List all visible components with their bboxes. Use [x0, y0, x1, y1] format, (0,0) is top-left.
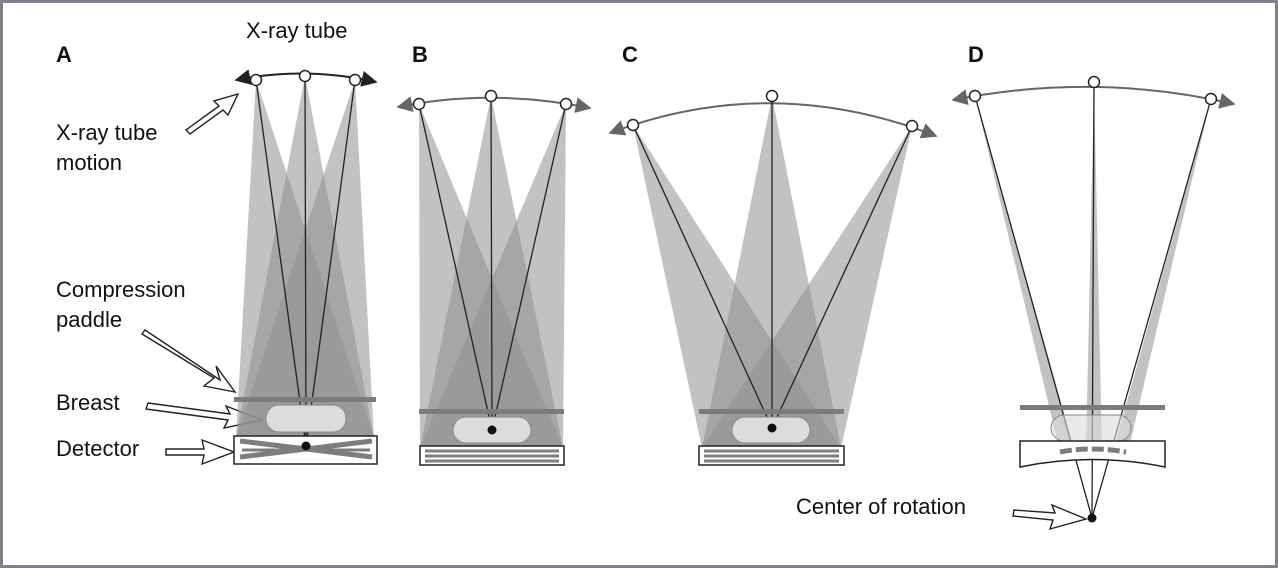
annotation-arrows	[140, 92, 1089, 531]
panel-label-c: C	[622, 42, 638, 67]
panel-d-detector	[1019, 440, 1166, 468]
panel-c-central-rays	[632, 96, 913, 429]
breast-label: Breast	[56, 390, 120, 415]
tube-motion-arrow	[184, 92, 240, 135]
panel-d	[951, 75, 1236, 523]
panel-d-beam-center	[1086, 82, 1102, 452]
panel-b	[396, 89, 592, 466]
tube-motion-label-line1: X-ray tube	[56, 120, 158, 145]
panel-label-d: D	[968, 42, 984, 67]
compression-paddle-label-line1: Compression	[56, 277, 186, 302]
detector-arrow	[165, 438, 236, 466]
panel-b-tube-positions	[412, 89, 573, 111]
panel-d-breast	[1050, 414, 1132, 442]
panel-a-breast	[265, 404, 347, 433]
panel-d-compression-paddle	[1020, 405, 1165, 410]
panel-c-focal-point	[767, 423, 777, 433]
panel-c	[608, 89, 938, 466]
detector-label: Detector	[56, 436, 139, 461]
center-of-rotation-label: Center of rotation	[796, 494, 966, 519]
panel-a-central-rays	[255, 75, 356, 447]
panel-d-detector-bars	[1059, 446, 1127, 455]
panel-a-compression-paddle	[234, 397, 376, 402]
panel-c-detector-bars	[704, 449, 839, 463]
panel-a-focal-point	[301, 441, 311, 451]
panel-d-center-of-rotation-point	[1087, 513, 1097, 523]
panel-c-compression-paddle	[699, 409, 844, 414]
panel-b-detector-bars	[425, 449, 559, 463]
panel-label-b: B	[412, 42, 428, 67]
center-of-rotation-arrow	[1012, 503, 1089, 531]
xray-tube-label: X-ray tube	[246, 18, 348, 43]
panel-b-compression-paddle	[419, 409, 564, 414]
panel-b-beam-right	[420, 104, 566, 448]
panel-d-tube-positions	[968, 75, 1218, 106]
compression-paddle-label-line2: paddle	[56, 307, 122, 332]
panel-b-focal-point	[487, 425, 497, 435]
panel-b-central-rays	[418, 95, 567, 431]
panel-label-a: A	[56, 42, 72, 67]
tube-motion-label-line2: motion	[56, 150, 122, 175]
panel-a-tube-positions	[249, 69, 362, 87]
panel-c-tube-positions	[626, 89, 919, 133]
compression-paddle-arrow	[140, 329, 237, 394]
panel-c-beam-right	[702, 126, 912, 448]
panel-a	[233, 69, 378, 465]
